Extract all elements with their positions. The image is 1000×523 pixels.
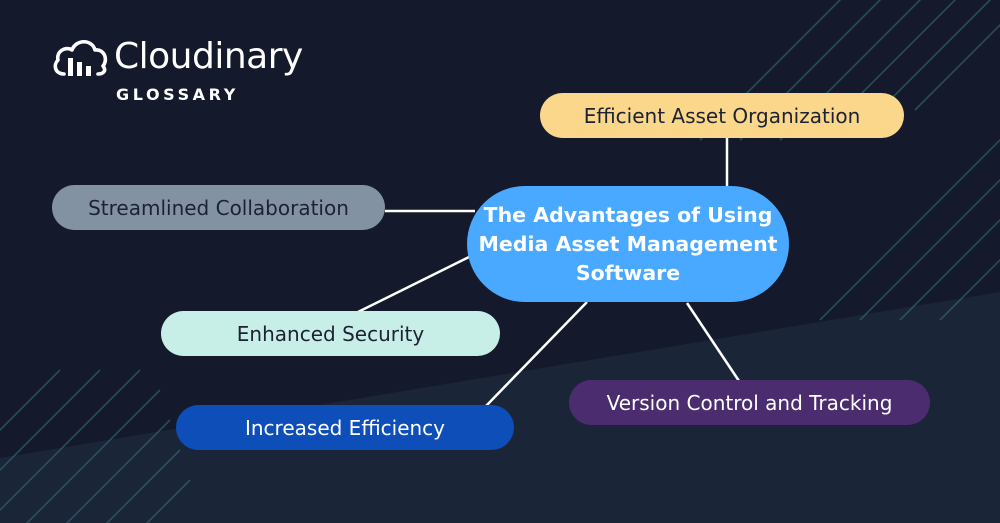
node-increased-efficiency: Increased Efficiency xyxy=(176,405,514,450)
connector-to-version-control-and-tracking xyxy=(685,302,741,382)
node-streamlined-collaboration: Streamlined Collaboration xyxy=(52,185,385,230)
brand-name: Cloudinary xyxy=(114,36,303,77)
connector-lines xyxy=(357,138,741,407)
connector-to-enhanced-security xyxy=(357,255,470,314)
node-version-control-and-tracking: Version Control and Tracking xyxy=(569,380,930,425)
connector-to-increased-efficiency xyxy=(485,301,588,407)
cloud-bars-icon xyxy=(53,39,108,76)
node-efficient-asset-organization: Efficient Asset Organization xyxy=(540,93,904,138)
center-topic: The Advantages of Using Media Asset Mana… xyxy=(467,186,789,302)
node-enhanced-security: Enhanced Security xyxy=(161,311,500,356)
brand-subtitle: GLOSSARY xyxy=(116,85,239,104)
